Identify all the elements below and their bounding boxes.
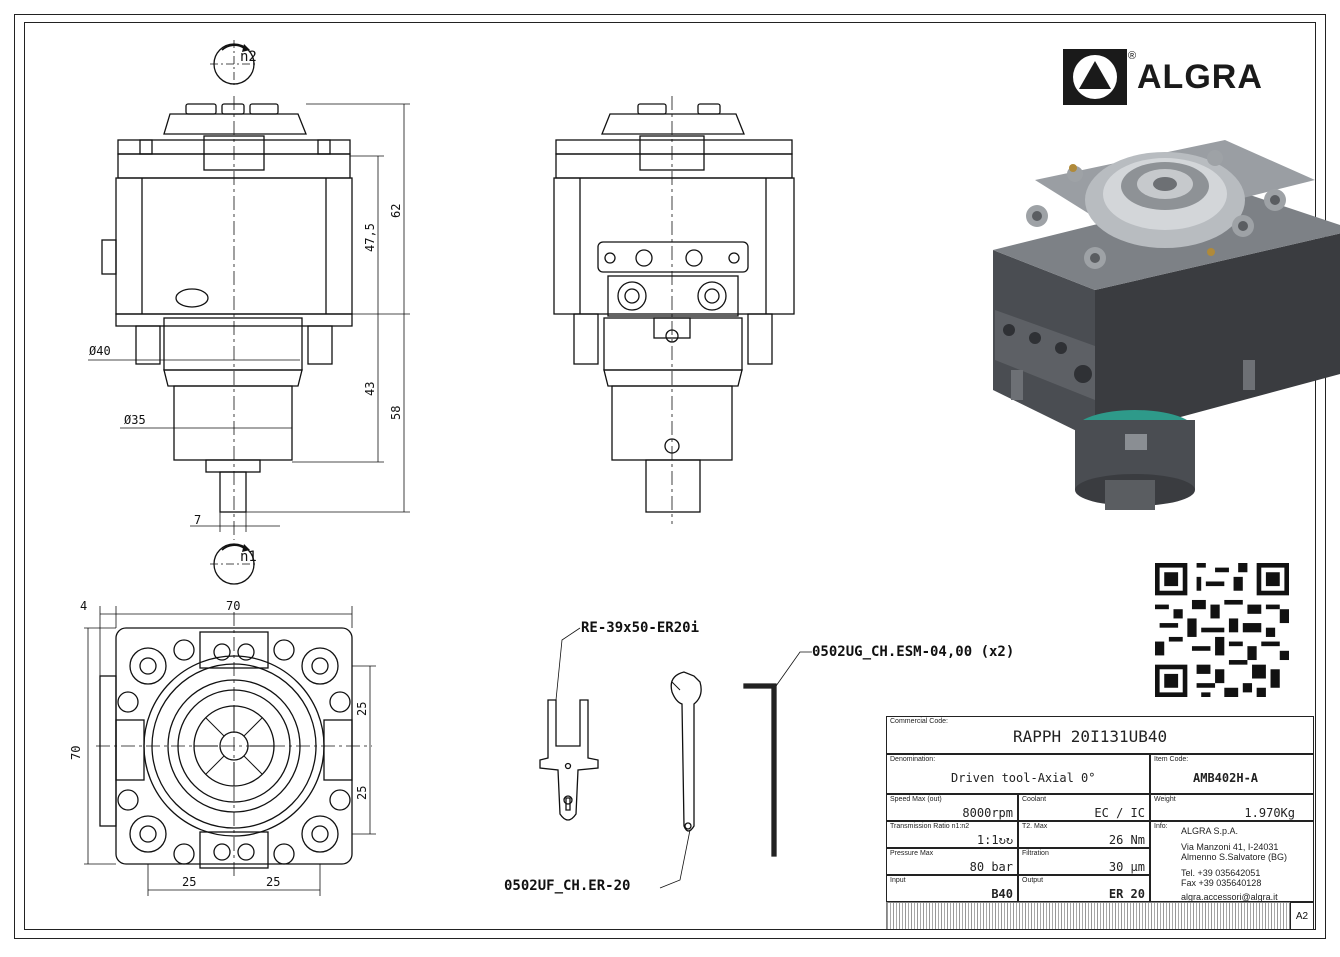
input-value: B40 — [991, 887, 1013, 901]
dim-70-left: 70 — [69, 746, 83, 760]
denomination-value: Driven tool-Axial 0° — [951, 771, 1096, 785]
dim-dia40: Ø40 — [89, 344, 111, 358]
commercial-code-label: Commercial Code: — [890, 718, 948, 725]
email-link[interactable]: algra.accessori@algra.it — [1181, 892, 1278, 902]
barcode-strip — [886, 902, 1290, 930]
dim-62: 62 — [389, 204, 403, 218]
pressure-value: 80 bar — [969, 860, 1013, 874]
input-label: Input — [890, 877, 906, 884]
output-label: Output — [1022, 877, 1044, 884]
commercial-code-cell: Commercial Code: RAPPH 20I131UB40 — [886, 716, 1314, 754]
algra-logo: ALGRA — [1063, 49, 1263, 105]
qr-code — [1155, 563, 1289, 697]
ratio-value: 1:1↻↻ — [976, 833, 1013, 847]
denomination-cell: Denomination: Driven tool-Axial 0° — [886, 754, 1150, 794]
speed-label: Speed Max (out) — [890, 796, 942, 803]
front-view: n2 — [88, 40, 410, 585]
torque-value: 26 Nm — [1108, 833, 1145, 847]
output-cell: Output ER 20 — [1018, 875, 1150, 902]
dim-25-right-2: 25 — [355, 786, 369, 800]
coolant-value: EC / IC — [1094, 806, 1145, 820]
dim-25-right-1: 25 — [355, 702, 369, 716]
fax: Fax +39 035640128 — [1181, 878, 1262, 888]
weight-cell: Weight 1.970Kg — [1150, 794, 1314, 821]
ratio-cell: Transmission Ratio n1:n2 1:1↻↻ — [886, 821, 1018, 848]
info-label: Info: — [1154, 823, 1168, 830]
dim-7: 7 — [194, 513, 201, 527]
speed-value: 8000rpm — [962, 806, 1013, 820]
sheet-size: A2 — [1290, 902, 1314, 930]
address-line-2: Almenno S.Salvatore (BG) — [1181, 852, 1288, 862]
coolant-cell: Coolant EC / IC — [1018, 794, 1150, 821]
item-code-label: Item Code: — [1154, 756, 1189, 763]
n1-label: n1 — [240, 549, 257, 565]
pressure-label: Pressure Max — [890, 850, 934, 857]
input-cell: Input B40 — [886, 875, 1018, 902]
logo-mark — [1063, 49, 1127, 105]
dim-25-bottom-1: 25 — [182, 875, 196, 889]
filtration-cell: Filtration 30 µm — [1018, 848, 1150, 875]
dim-43: 43 — [363, 382, 377, 396]
output-value: ER 20 — [1108, 887, 1145, 901]
dim-58: 58 — [389, 406, 403, 420]
item-code-value: AMB402H-A — [1193, 771, 1259, 785]
speed-cell: Speed Max (out) 8000rpm — [886, 794, 1018, 821]
n2-label: n2 — [240, 49, 257, 65]
weight-value: 1.970Kg — [1244, 806, 1295, 820]
telephone: Tel. +39 035642051 — [1181, 868, 1261, 878]
filtration-value: 30 µm — [1108, 860, 1145, 874]
registered-mark: ® — [1128, 50, 1137, 62]
company-name: ALGRA S.p.A. — [1181, 826, 1239, 836]
product-3d-render — [993, 140, 1340, 510]
accessories — [539, 627, 812, 889]
denomination-label: Denomination: — [890, 756, 936, 763]
dim-dia35: Ø35 — [124, 413, 146, 427]
commercial-code-value: RAPPH 20I131UB40 — [1013, 727, 1168, 746]
address-line-1: Via Manzoni 41, I-24031 — [1181, 842, 1279, 852]
torque-cell: T2. Max 26 Nm — [1018, 821, 1150, 848]
weight-label: Weight — [1154, 796, 1176, 803]
dim-70-top: 70 — [226, 599, 240, 613]
title-block: Commercial Code: RAPPH 20I131UB40 Denomi… — [886, 716, 1314, 930]
dim-47-5: 47,5 — [363, 223, 377, 252]
item-code-cell: Item Code: AMB402H-A — [1150, 754, 1314, 794]
filtration-label: Filtration — [1022, 850, 1049, 857]
outer-frame — [14, 14, 1326, 939]
info-cell: Info: ALGRA S.p.A. Via Manzoni 41, I-240… — [1150, 821, 1314, 902]
pressure-cell: Pressure Max 80 bar — [886, 848, 1018, 875]
brand-name: ALGRA — [1137, 57, 1263, 96]
coolant-label: Coolant — [1022, 796, 1047, 803]
callout-collet-key: RE-39x50-ER20i — [581, 620, 700, 636]
dim-25-bottom-2: 25 — [266, 875, 280, 889]
callout-hex-key: 0502UG_CH.ESM-04,00 (x2) — [812, 644, 1015, 660]
dim-4: 4 — [80, 599, 87, 613]
side-view — [553, 96, 795, 524]
callout-wrench: 0502UF_CH.ER-20 — [504, 878, 631, 894]
torque-label: T2. Max — [1022, 823, 1048, 830]
bottom-view: 4 70 70 25 25 25 25 — [69, 599, 376, 896]
inner-frame — [24, 22, 1316, 930]
ratio-label: Transmission Ratio n1:n2 — [890, 823, 970, 830]
